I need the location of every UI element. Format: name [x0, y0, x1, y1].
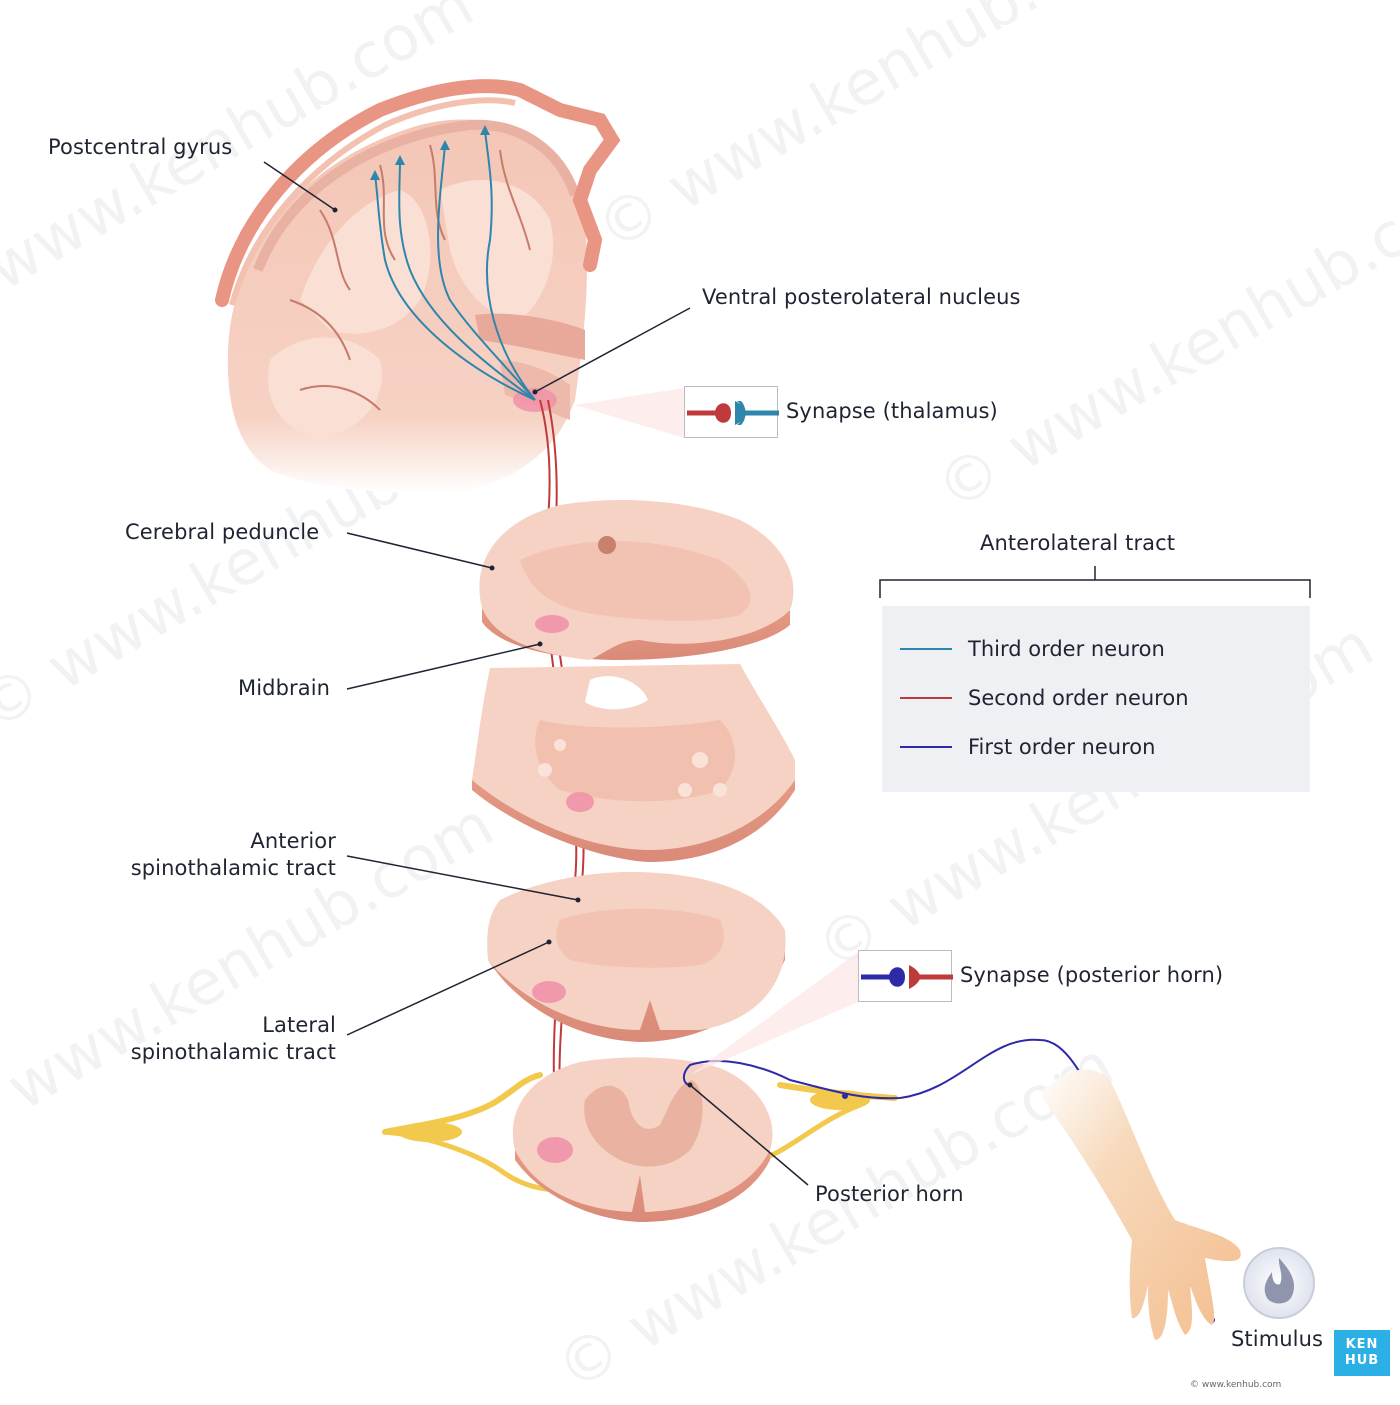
legend-bracket: [879, 566, 1311, 598]
legend-swatch-second-order: [900, 697, 952, 699]
label-postcentral-gyrus: Postcentral gyrus: [48, 135, 233, 159]
arm-illustration: [1040, 1069, 1241, 1340]
legend-label-second-order: Second order neuron: [968, 686, 1189, 710]
posterior-horn-callout-funnel: [690, 952, 858, 1075]
label-synapse-thalamus: Synapse (thalamus): [786, 399, 998, 423]
label-anterior-spinothalamic-tract: Anterior spinothalamic tract: [100, 828, 336, 882]
third-order-neuron-paths: [374, 129, 536, 401]
label-lateral-line2: spinothalamic tract: [130, 1040, 336, 1064]
label-posterior-horn: Posterior horn: [815, 1182, 964, 1206]
label-lateral-spinothalamic-tract: Lateral spinothalamic tract: [100, 1012, 336, 1066]
label-midbrain: Midbrain: [238, 676, 331, 700]
spinal-cord-slice: [382, 1057, 898, 1222]
legend-item-third-order: Third order neuron: [900, 634, 1165, 664]
legend-label-third-order: Third order neuron: [968, 637, 1165, 661]
label-vpl-nucleus: Ventral posterolateral nucleus: [702, 285, 1021, 309]
thalamus-callout-funnel: [575, 388, 684, 438]
medulla-slice: [487, 872, 786, 1042]
kenhub-logo: KEN HUB: [1334, 1330, 1390, 1376]
legend: Third order neuron Second order neuron F…: [882, 606, 1310, 792]
synapse-thalamus-icon: [684, 386, 779, 438]
copyright-text: © www.kenhub.com: [1190, 1380, 1282, 1390]
label-anterior-line2: spinothalamic tract: [130, 856, 336, 880]
logo-line2: HUB: [1344, 1353, 1380, 1368]
legend-label-first-order: First order neuron: [968, 735, 1156, 759]
legend-swatch-first-order: [900, 746, 952, 748]
logo-line1: KEN: [1345, 1337, 1379, 1352]
legend-swatch-third-order: [900, 648, 952, 650]
legend-title: Anterolateral tract: [980, 531, 1176, 555]
legend-item-first-order: First order neuron: [900, 732, 1155, 762]
synapse-posterior-horn-icon: [858, 950, 953, 1002]
brain-coronal-section: [215, 79, 621, 493]
label-synapse-posterior-horn: Synapse (posterior horn): [960, 963, 1224, 987]
label-stimulus: Stimulus: [1231, 1327, 1324, 1351]
leader-lines: [263, 161, 809, 1186]
label-cerebral-peduncle: Cerebral peduncle: [125, 520, 320, 544]
label-lateral-line1: Lateral: [262, 1013, 336, 1037]
flame-icon: [1243, 1247, 1315, 1319]
legend-item-second-order: Second order neuron: [900, 683, 1189, 713]
pons-slice: [472, 664, 795, 862]
label-anterior-line1: Anterior: [250, 829, 336, 853]
midbrain-slice: [479, 500, 794, 660]
